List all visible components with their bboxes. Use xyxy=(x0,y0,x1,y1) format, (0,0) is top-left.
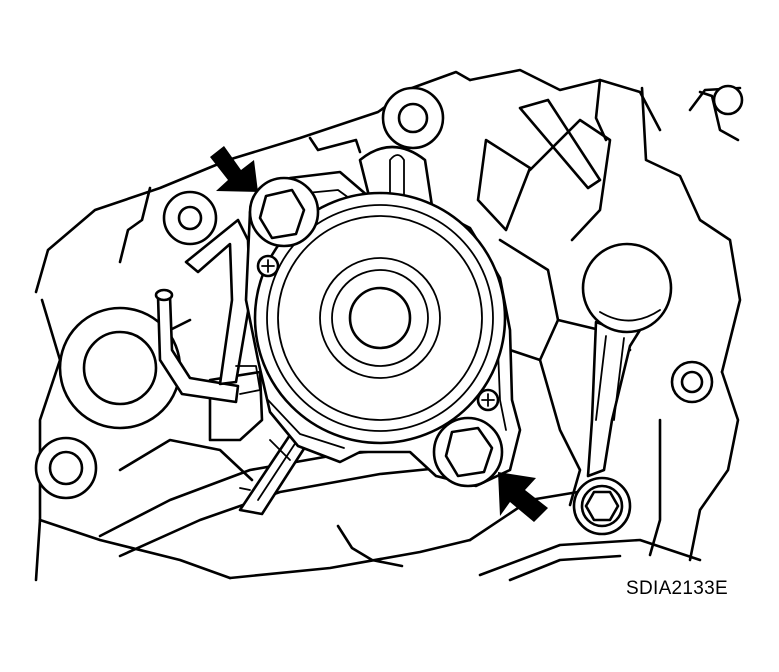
arrow-upper-bolt-icon xyxy=(210,146,258,192)
lower-screw-head xyxy=(476,388,500,412)
engine-block-outline xyxy=(34,68,742,582)
arrow-lower-bolt-icon xyxy=(498,472,548,522)
coolant-hose xyxy=(154,218,263,404)
water-pump-pulley xyxy=(253,191,507,445)
block-bosses xyxy=(34,84,744,500)
lower-mounting-bolt xyxy=(432,416,504,488)
figure-code: SDIA2133E xyxy=(626,578,728,599)
idler-pulley-assembly xyxy=(572,242,673,536)
upper-screw-head xyxy=(256,254,280,278)
upper-mounting-bolt xyxy=(248,176,320,248)
